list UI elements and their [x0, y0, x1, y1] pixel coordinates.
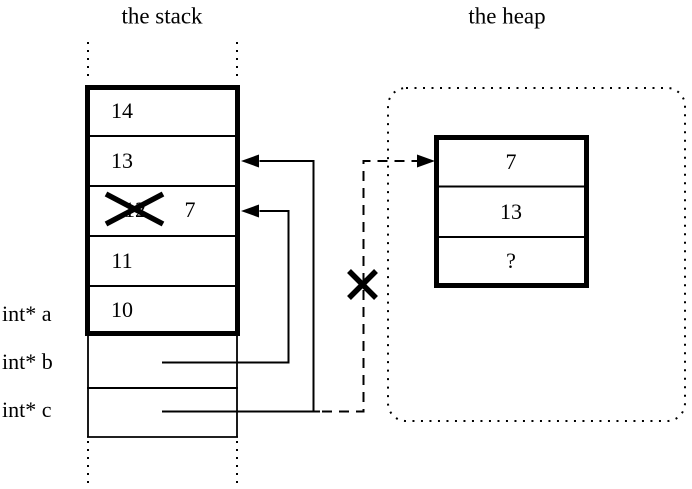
stack-cell-value-10: 10	[111, 297, 133, 322]
stack-frame-box	[85, 85, 240, 336]
stack-cell-value-14: 14	[111, 98, 133, 123]
variable-label-a: int* a	[2, 301, 52, 326]
invalid-pointer-x-icon	[347, 269, 378, 300]
heap-block-box	[434, 135, 589, 288]
heap-cell-value-unknown: ?	[506, 248, 516, 273]
variable-label-c: int* c	[2, 397, 52, 422]
crossed-out-value-x-icon	[104, 191, 165, 227]
pointer-c-line	[162, 160, 320, 413]
pointer-b-arrowhead-icon	[241, 204, 259, 218]
stack-cell-new-value-7: 7	[184, 197, 196, 222]
stack-cell-value-11: 11	[111, 248, 133, 273]
heap-title: the heap	[468, 3, 546, 29]
dangling-pointer-arrowhead-icon	[417, 154, 435, 168]
pointer-b-line	[162, 210, 290, 364]
dangling-pointer-dashed-line	[322, 160, 417, 413]
stack-cell-value-13: 13	[111, 148, 133, 173]
heap-cell-value-13: 13	[500, 199, 522, 224]
stack-title: the stack	[121, 3, 203, 29]
pointer-c-arrowhead-icon	[241, 154, 259, 168]
heap-cell-value-7: 7	[505, 149, 517, 174]
variable-label-b: int* b	[2, 349, 53, 374]
